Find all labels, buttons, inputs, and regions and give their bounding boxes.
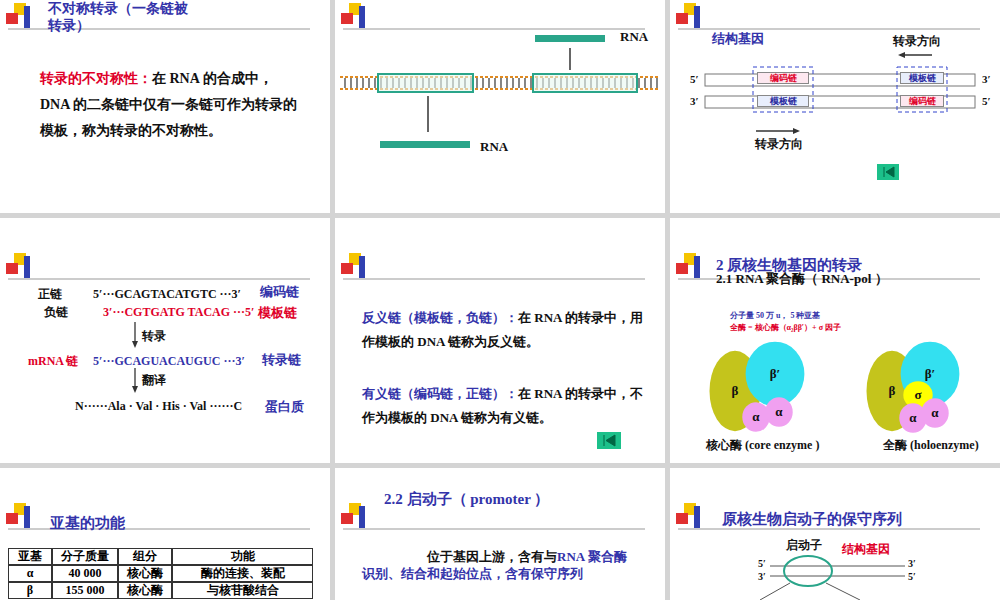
slide-text: 转录 bbox=[142, 329, 166, 343]
slide-text: 5′ bbox=[758, 558, 766, 570]
slide-text: 不对称转录（一条链被转录） bbox=[48, 1, 198, 35]
slide-text: 转录链 bbox=[262, 352, 301, 368]
slide-text: 有义链（编码链，正链）： bbox=[362, 386, 518, 401]
slide-text: 蛋白质 bbox=[265, 399, 304, 415]
table-cell: 核心酶 bbox=[118, 582, 172, 599]
slide-text: 全酶 = 核心酶（α₂ββ′）+ σ 因子 bbox=[730, 323, 841, 333]
node-label: 编码链 bbox=[770, 72, 797, 85]
slide-text: 分子量 50 万 u， 5 种亚基 bbox=[730, 311, 820, 321]
node-label: 模板链 bbox=[909, 72, 936, 85]
strand-box: 模板链 bbox=[757, 95, 809, 107]
node-label: β′ bbox=[770, 366, 781, 382]
slide-text: 转录方向 bbox=[755, 137, 803, 151]
strand-box: 编码链 bbox=[900, 95, 944, 107]
slide-text: 3′ bbox=[690, 95, 699, 108]
slide-text: 结构基因 bbox=[842, 542, 890, 556]
text-paragraph: 有义链（编码链，正链）：在 RNA 的转录中，不作为模板的 DNA 链称为有义链… bbox=[362, 382, 647, 430]
slide-text: 编码链 bbox=[260, 284, 299, 300]
strand-box: 编码链 bbox=[757, 72, 809, 84]
slide-text: 5′···GCAGUACAUGUC ···3′ bbox=[93, 354, 245, 368]
table-cell: 核心酶 bbox=[118, 565, 172, 582]
slide-text: 转录的不对称性： bbox=[40, 71, 152, 86]
subunit-ellipse: β′ bbox=[745, 341, 805, 407]
table-cell: 组分 bbox=[118, 548, 172, 565]
table-cell: 酶的连接、装配 bbox=[172, 565, 313, 582]
slide-text: 位于基因上游，含有与 bbox=[427, 549, 557, 564]
slide-text: mRNA 链 bbox=[28, 354, 78, 368]
slide-text: 全酶 (holoenzyme) bbox=[883, 438, 979, 452]
table-cell: 与核苷酸结合 bbox=[172, 582, 313, 599]
text-paragraph: 反义链（模板链，负链）：在 RNA 的转录中，用作模板的 DNA 链称为反义链。 bbox=[362, 306, 647, 354]
slide-text: 3′ bbox=[758, 571, 766, 583]
node-label: β′ bbox=[925, 366, 936, 382]
slide-text: 负链 bbox=[44, 305, 68, 319]
node-label: 模板链 bbox=[770, 95, 797, 108]
slide-text: 3′···CGTGATG TACAG ···5′ bbox=[103, 305, 254, 319]
slide-text: N······Ala · Val · His · Val ······C bbox=[75, 399, 247, 413]
slide-text: 核心酶 (core enzyme ) bbox=[706, 438, 856, 452]
slide-text: 模板链 bbox=[258, 305, 297, 321]
slide-text: 3′ bbox=[908, 558, 916, 570]
text-paragraph: 位于基因上游，含有与RNA 聚合酶识别、结合和起始位点，含有保守序列 bbox=[362, 548, 637, 582]
node-label: 编码链 bbox=[909, 95, 936, 108]
subunit-ellipse: α bbox=[742, 402, 770, 432]
subunit-ellipse: α bbox=[921, 398, 949, 428]
table-cell: 分子质量 bbox=[52, 548, 118, 565]
slide-text: RNA bbox=[480, 139, 508, 155]
slide-text: 原核生物启动子的保守序列 bbox=[722, 510, 902, 528]
slide-text: 5′ bbox=[982, 95, 991, 108]
slide-text: 5′···GCAGTACATGTC ···3′ bbox=[93, 287, 241, 301]
node-label: β bbox=[889, 383, 896, 399]
table-cell: α bbox=[8, 565, 52, 582]
slide-text: 2.2 启动子（ promoter ） bbox=[384, 490, 559, 508]
slide-text: 5′ bbox=[690, 73, 699, 86]
node-label: α bbox=[752, 409, 759, 425]
node-label: σ bbox=[914, 387, 921, 403]
slide-text: 5′ bbox=[908, 571, 916, 583]
slide-text: 转录方向 bbox=[893, 34, 941, 48]
slide-text: 亚基的功能 bbox=[50, 514, 125, 532]
text-paragraph: 转录的不对称性：在 RNA 的合成中， DNA 的二条链中仅有一条链可作为转录的… bbox=[40, 66, 302, 144]
slide-text: 正链 bbox=[38, 287, 62, 301]
slide-text: 启动子 bbox=[786, 538, 822, 552]
subunit-ellipse: α bbox=[765, 397, 793, 427]
node-label: α bbox=[909, 410, 916, 426]
node-label: α bbox=[931, 405, 938, 421]
table-cell: 155 000 bbox=[52, 582, 118, 599]
table-cell: 功能 bbox=[172, 548, 313, 565]
slide-text: RNA bbox=[620, 29, 648, 45]
slide-text: 翻译 bbox=[142, 373, 166, 387]
node-label: β bbox=[732, 383, 739, 399]
strand-box: 模板链 bbox=[900, 72, 944, 84]
slide-text: 3′ bbox=[982, 73, 991, 86]
table-cell: 40 000 bbox=[52, 565, 118, 582]
table-cell: β bbox=[8, 582, 52, 599]
slide-text: 结构基因 bbox=[712, 31, 764, 47]
slide-text: 反义链（模板链，负链）： bbox=[362, 310, 518, 325]
node-label: α bbox=[775, 404, 782, 420]
slide-text: 2.1 RNA 聚合酶（ RNA-pol ） bbox=[716, 271, 894, 287]
table-cell: 亚基 bbox=[8, 548, 52, 565]
